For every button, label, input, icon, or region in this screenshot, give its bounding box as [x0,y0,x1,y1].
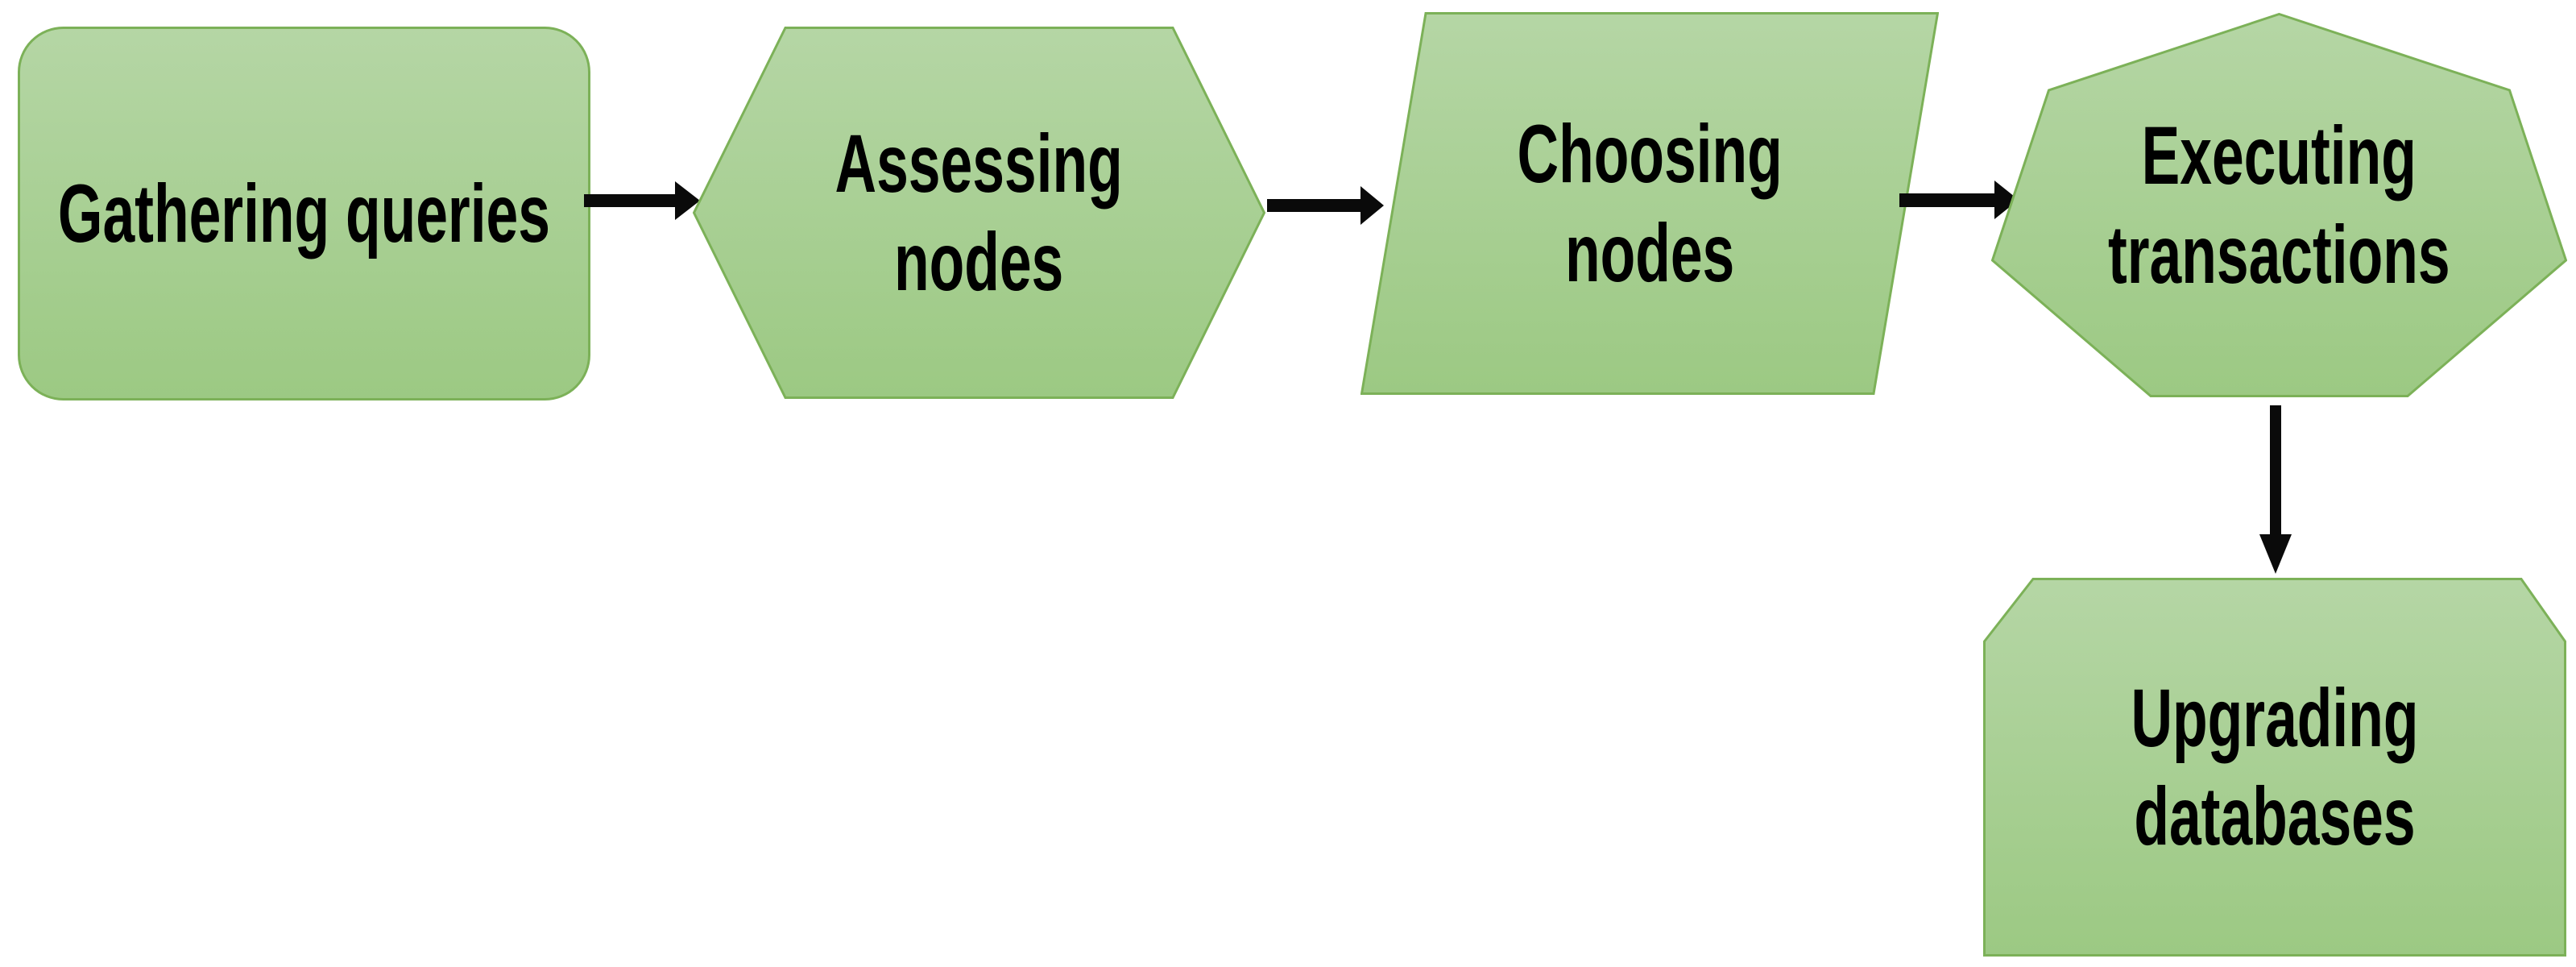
node-label-text: Upgrading databases [2131,671,2419,862]
node-label-text: Executing transactions [2108,110,2450,301]
arrow-head-right-icon [675,181,700,220]
node-label-text: Assessing nodes [835,117,1124,308]
rounded-rectangle-outline [18,27,590,400]
arrow-shaft [1899,193,1995,207]
node-label-choosing-nodes: Choosing nodes [1360,12,1939,395]
hexagon-shape [693,27,1265,399]
hexagon-outline [693,27,1265,399]
arrow-shaft [1267,199,1361,212]
arrow-executing-to-upgrading [2259,405,2292,574]
flow-node-assessing-nodes: Assessing nodes [693,27,1265,399]
snip-corner-rectangle-shape [1983,578,2566,957]
flow-node-choosing-nodes: Choosing nodes [1360,12,1939,395]
rounded-rectangle-shape [18,27,590,400]
arrow-choosing-to-executing [1899,181,2019,219]
node-label-text: Gathering queries [57,167,551,259]
snip-corner-rectangle-outline [1983,578,2566,957]
heptagon-shape [1991,13,2567,397]
arrow-shaft [2270,405,2281,539]
arrow-gathering-to-assessing [584,181,700,220]
node-label-gathering-queries: Gathering queries [18,27,590,400]
flow-node-executing-transactions: Executing transactions [1991,13,2567,397]
flow-node-gathering-queries: Gathering queries [18,27,590,400]
node-label-upgrading-databases: Upgrading databases [1983,578,2566,957]
flow-node-upgrading-databases: Upgrading databases [1983,578,2566,957]
arrow-assessing-to-choosing [1267,186,1384,225]
heptagon-outline [1991,13,2567,397]
arrow-head-right-icon [1994,181,2019,219]
arrow-head-down-icon [2259,534,2292,574]
arrow-shaft [584,194,676,207]
parallelogram-outline [1360,12,1939,395]
node-label-text: Choosing nodes [1517,108,1783,299]
node-label-assessing-nodes: Assessing nodes [693,27,1265,399]
parallelogram-shape [1360,12,1939,395]
arrow-head-right-icon [1360,186,1384,225]
node-label-executing-transactions: Executing transactions [1991,13,2567,397]
